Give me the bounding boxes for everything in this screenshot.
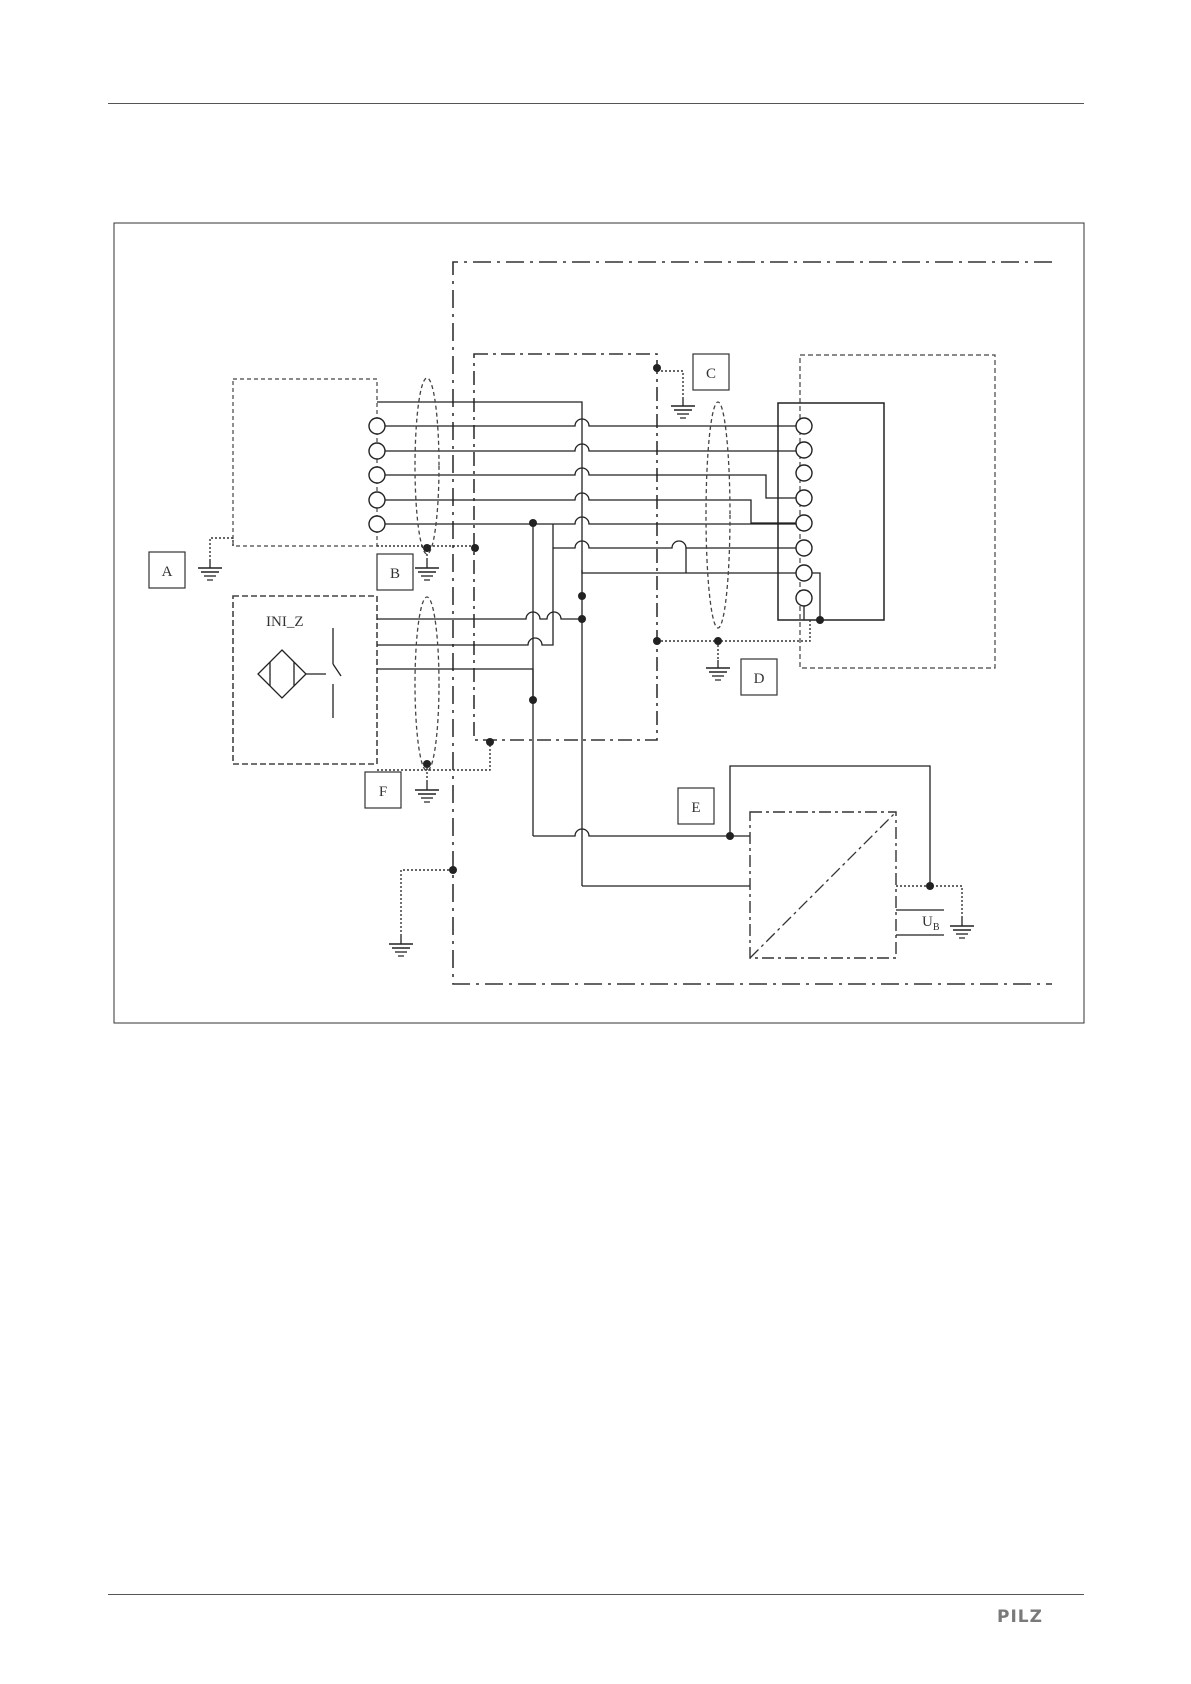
label-c: C [706, 366, 716, 382]
label-ub-main: U [922, 914, 933, 930]
ini-z-sensor-icon [258, 628, 341, 718]
label-a: A [162, 564, 173, 580]
label-ini-z: INI_Z [266, 614, 304, 630]
ground-b-icon [415, 560, 439, 580]
label-e: E [691, 800, 700, 816]
ground-d-icon [706, 660, 730, 680]
footer-rule [108, 1594, 1084, 1595]
ground-f-icon [415, 782, 439, 802]
label-b: B [390, 566, 400, 582]
label-d: D [754, 671, 765, 687]
label-f: F [379, 784, 387, 800]
right-terminals [796, 418, 812, 606]
label-ub: UB [922, 914, 940, 933]
ground-cabinet-icon [389, 936, 413, 956]
cable-shields [415, 378, 730, 771]
label-boxes [149, 354, 777, 824]
diagram-frame [114, 223, 1084, 1023]
ground-c-icon [671, 398, 695, 418]
left-terminals [369, 418, 385, 532]
device-box [800, 355, 995, 668]
terminal-block [778, 403, 884, 620]
pilz-logo: PILZ [997, 1607, 1043, 1627]
sensor-box-ini-z [233, 596, 377, 764]
cabinet-boundary [453, 262, 1052, 984]
ground-a-icon [198, 560, 222, 580]
terminal-box-boundary [474, 354, 657, 740]
label-ub-sub: B [933, 922, 940, 933]
sensor-box-upper [233, 379, 377, 546]
power-supply-diagonal [750, 812, 896, 958]
ground-paths [210, 371, 962, 936]
ground-ub-icon [950, 918, 974, 938]
